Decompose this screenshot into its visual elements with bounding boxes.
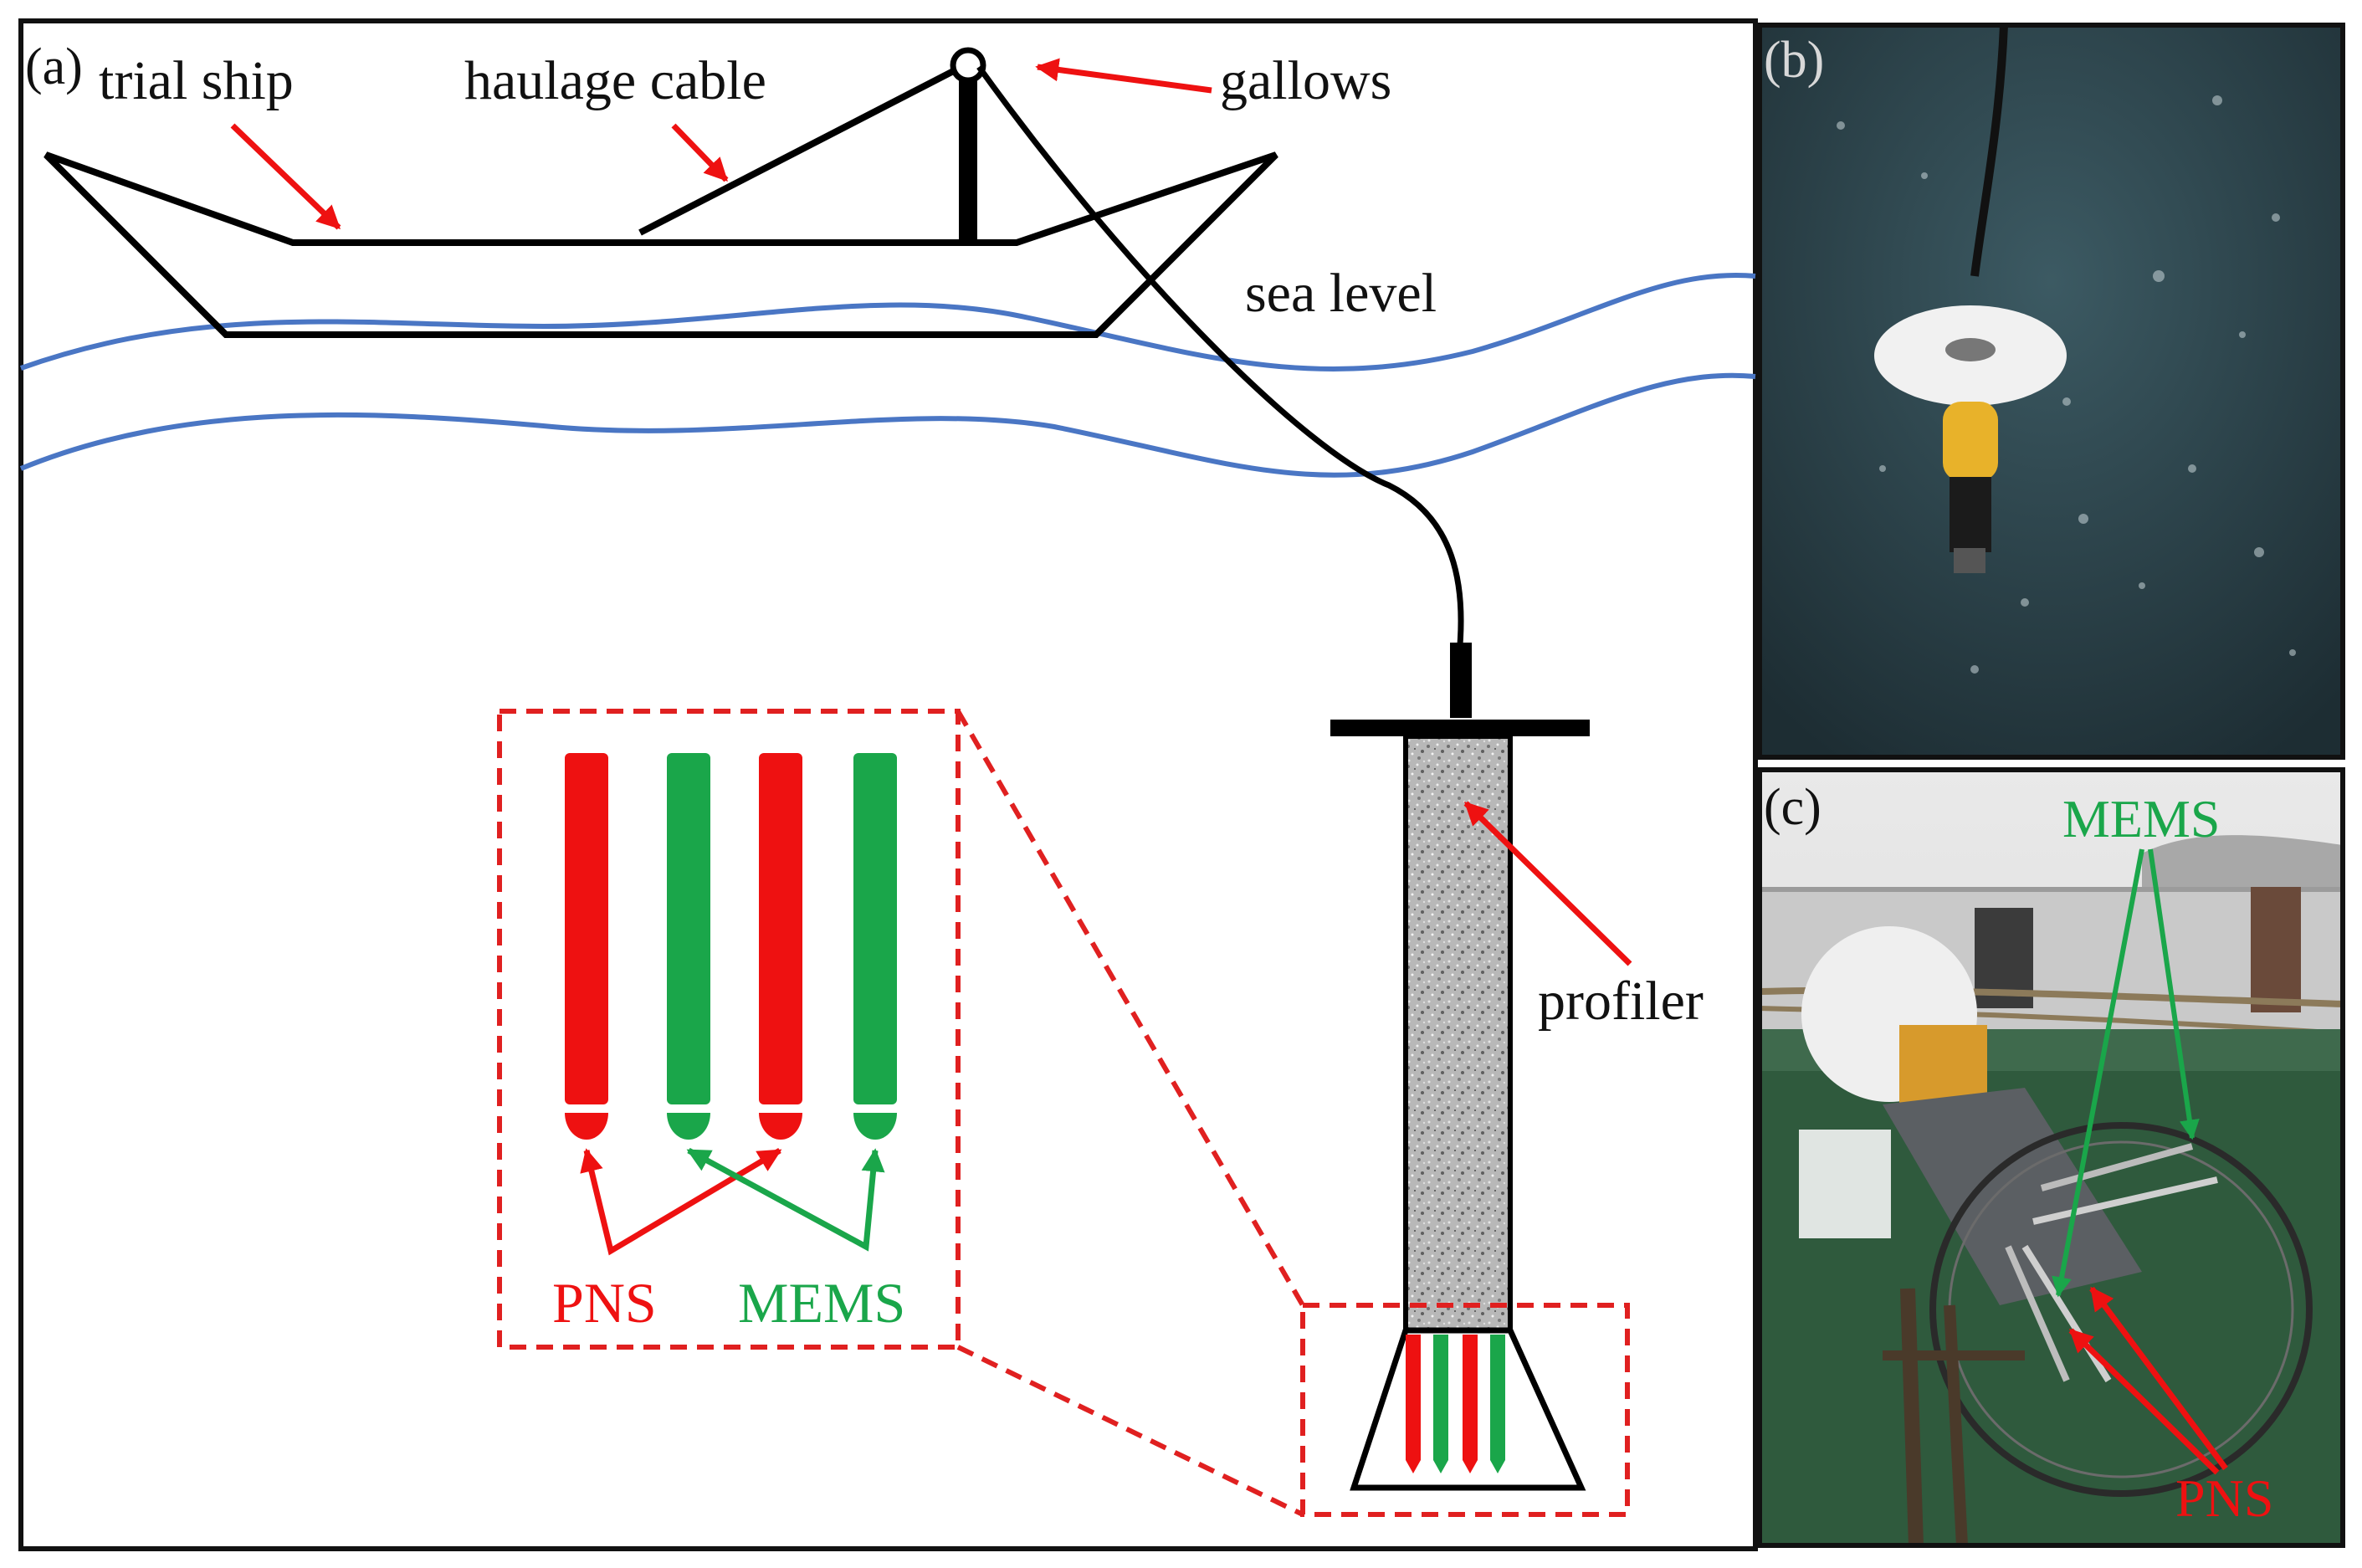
gallows-pulley-icon [950,47,986,84]
sea-level-wave-upper [19,273,1756,372]
mems-probe-2 [853,753,897,1104]
panel-b-tag: (b) [1764,32,1824,89]
label-profiler: profiler [1538,971,1704,1032]
sensor-inset: PNS MEMS [497,709,961,1350]
arrow-profiler [1463,801,1632,966]
label-sea-level: sea level [1245,263,1437,324]
mems-probe-1 [667,753,710,1104]
photo-arrow-mems-2 [2052,848,2144,1298]
inset-source-box [1300,1303,1630,1517]
panel-b-frame [1757,23,2345,760]
label-trial-ship: trial ship [99,50,294,111]
photo-arrow-pns-2 [2068,1328,2220,1475]
panel-c-photo: MEMS PNS (c) [1760,770,2343,1545]
panel-b-photo: (b) [1760,25,2343,757]
arrows-mems [686,1147,885,1252]
label-pns: PNS [552,1271,657,1335]
profiler-body [1403,734,1513,1333]
pns-probe-1 [565,753,608,1104]
profiler-instrument [1330,643,1590,1491]
arrows-pns [580,1147,782,1256]
arrow-haulage-cable [671,123,729,182]
photo-label-pns: PNS [2175,1468,2273,1528]
zoom-connector-bottom [956,1345,1304,1517]
haulage-cable-to-profiler [976,64,1464,645]
panel-a-diagram: (a) trial ship haulage cable gallows sea… [18,18,1758,1551]
label-haulage-cable: haulage cable [464,50,766,111]
label-mems: MEMS [738,1271,905,1335]
pns-probe-2 [759,753,802,1104]
arrow-trial-ship [230,123,341,230]
photo-arrow-mems-1 [2148,848,2200,1140]
panel-a-tag: (a) [25,38,83,95]
zoom-connector-top [956,710,1305,1307]
photo-label-mems: MEMS [2062,789,2221,848]
haulage-cable-deck [638,62,966,236]
photo-arrow-pns-1 [2089,1286,2228,1471]
panel-c-tag: (c) [1764,779,1821,836]
panel-c-frame [1757,767,2345,1548]
gallows-post [959,74,977,244]
arrow-gallows [1035,58,1212,94]
sea-level-wave-lower [19,372,1756,478]
label-gallows: gallows [1220,50,1391,111]
